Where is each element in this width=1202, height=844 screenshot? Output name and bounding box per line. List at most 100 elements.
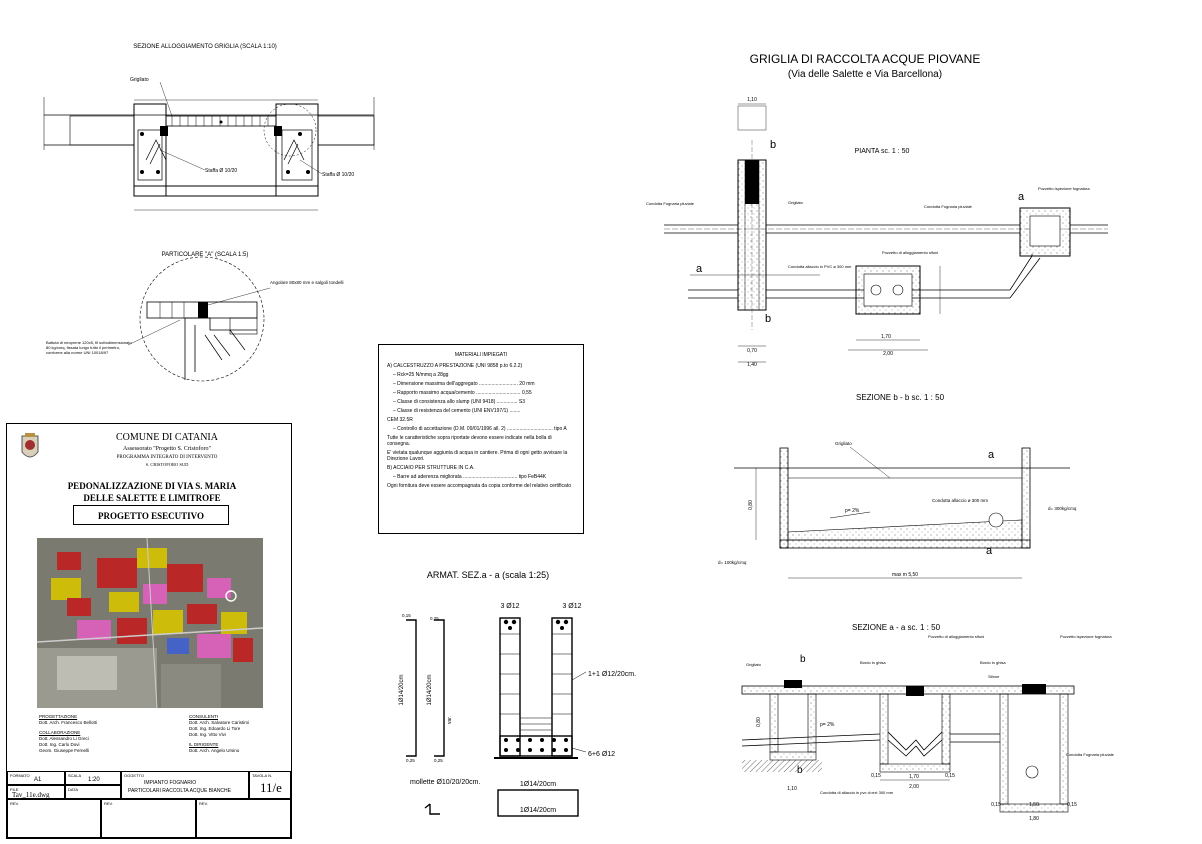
main-subtitle: (Via delle Salette e Via Barcellona) [788,69,942,80]
dim-label: 1,10 [747,97,757,103]
section-mark-b: b [800,654,806,665]
label-condotta-fognaria: Condotta Fognaria pluviale [924,204,973,209]
label-condotta-allaccio: Condotta allaccio in PVC ø 300 mm [788,264,852,269]
rebar-side-label: 1Ø14/20cm [399,674,405,705]
label-pozzetto-ispezione: Pozzetto ispezione fognatura [1038,186,1090,191]
programma: PROGRAMMA INTEGRATO DI INTERVENTO [116,455,218,460]
materials-line: Ogni fornitura deve essere accompagnata … [387,483,571,489]
label-angolare: Angolare 80x80 mm e salgoli tondelli [270,280,344,285]
dim-label: 1,10 [787,786,797,792]
coat-of-arms-icon [21,433,39,458]
rebar-side-label: 1Ø14/20cm [427,674,433,705]
section-mark-a: a [988,449,995,461]
rebar-bottom-bar-label: 1Ø14/20cm [520,781,556,788]
materials-line: E' vietata qualunque aggiunta di acqua i… [387,450,568,462]
project-title: PEDONALIZZAZIONE DI VIA S. MARIA DELLE S… [67,481,237,503]
label-grigliato: Grigliato [130,77,149,83]
label-de-300: d= 300kg/cmq [1048,506,1077,511]
aerial-map-image [37,538,263,708]
dim-label: 0,25 [406,758,415,763]
section-mark-a: a [1018,191,1025,203]
label-battuta: Battuta di neoprene 120x5, fil sottodime… [46,340,132,355]
rebar-mollette-label: mollette Ø10/20/20cm. [410,779,480,786]
dim-label: 0,80 [748,500,754,510]
materials-line: – Rapporto massimo acqua/cemento .......… [393,390,532,396]
plan-view: PIANTA sc. 1 : 50 b b a 1,10 1,40 0,70 [646,97,1108,368]
assessorato: Assessorato "Progetto S. Cristoforo" [123,446,211,452]
label-pendenza: p= 2% [845,508,860,514]
view-title: SEZIONE b - b sc. 1 : 50 [856,393,945,402]
dim-label: max m 5,50 [892,572,918,578]
label-condotta-fognaria: Condotta Fognaria pluviale [646,201,695,206]
materials-line: – Classe di resistenza del cemento (UNI … [393,408,521,414]
main-title: GRIGLIA DI RACCOLTA ACQUE PIOVANE [750,52,981,66]
credits-dirigente: IL DIRIGENTE Dott. Arch. Angelo Ursino [189,742,240,753]
label-grigliato: Grigliato [835,441,852,446]
section-mark-a: a [696,263,703,275]
materials-line: B) ACCIAIO PER STRUTTURE IN C.A. [387,465,475,471]
rebar-bottom-label: 6+6 Ø12 [588,751,615,758]
dim-label: 1,70 [909,774,919,780]
dim-label: 0,15 [871,773,881,779]
dim-label: 1,80 [1029,816,1039,822]
cell-oggetto: OGGETTO IMPIANTO FOGNARIO PARTICOLARI RA… [121,771,249,799]
label-condotta-fognaria: Condotta Fognaria pluviale [1066,752,1115,757]
section-bb: SEZIONE b - b sc. 1 : 50 a a Grigliato p… [718,393,1077,579]
dim-label: 1,70 [881,334,891,340]
dim-label: 0,15 [1067,802,1077,808]
cell-rev: REV. [196,799,291,838]
view-title: PARTICOLARE "A" (SCALA 1:5) [162,252,249,258]
view-title: ARMAT. SEZ.a - a (scala 1:25) [427,570,549,580]
label-condotta-allaccio: Condotta di allaccio in pvc d=ext 300 mm [820,790,894,795]
materials-line: – Rck=25 N/mmq a 28gg [393,372,449,378]
dim-label: 0,15 [991,802,1001,808]
comune: COMUNE DI CATANIA [116,432,218,443]
label-sifone: Sifone [988,674,1000,679]
section-mark-b: b [765,313,771,325]
materials-header: MATERIALI IMPIEGATI [454,352,508,358]
credits-progettazione: PROGETTAZIONE Dott. Arch. Francesco Bell… [39,714,98,725]
label-staffa: Staffa Ø 10/20 [322,172,354,178]
cell-rev: REV. [101,799,196,838]
title-block: COMUNE DI CATANIA Assessorato "Progetto … [6,423,292,839]
section-aa: SEZIONE a - a sc. 1 : 50 b b p= 2% Grigl… [741,623,1115,822]
dim-label: 0,70 [747,348,757,354]
label-staffa: Staffa Ø 10/20 [205,168,237,174]
dim-label: 2,00 [909,784,919,790]
materials-line: – Classe di consistenza allo slump (UNI … [393,399,525,405]
detail-a: PARTICOLARE "A" (SCALA 1:5) Angolare 80x… [46,252,344,382]
materials-line: – Dimensione massima dell'aggregato ....… [393,381,535,387]
section-mark-b: b [770,139,776,151]
credits-consulenti: CONSULENTI Dott. Arch. Salvatore Caristi… [189,714,250,737]
rebar-stirrup-label: 1+1 Ø12/20cm. [588,671,636,678]
cell-data: DATA [65,785,121,799]
label-pozzetto-ispezione: Pozzetto ispezione fognatura [1060,634,1112,639]
rebar-var-label: var. [447,716,453,724]
label-pendenza: p= 2% [820,722,835,728]
rebar-bottom-bar-label: 1Ø14/20cm [520,807,556,814]
dim-label: 0,15 [402,613,411,618]
view-title: SEZIONE ALLOGGIAMENTO GRIGLIA (SCALA 1:1… [133,44,277,50]
label-de-100: d= 100kg/cmq [718,560,747,565]
dim-label: 0,80 [756,717,762,727]
rebar-section: ARMAT. SEZ.a - a (scala 1:25) 0,15 0,25 … [399,570,636,817]
view-title: PIANTA sc. 1 : 50 [855,148,910,155]
label-bordo-chiusino: Bordo in ghisa [980,660,1006,665]
label-condotta-allaccio: Condotta allaccio ø 300 mm [932,498,988,503]
label-grigliato: Grigliato [746,662,762,667]
dim-label: 2,00 [883,351,893,357]
materials-line: A) CALCESTRUZZO A PRESTAZIONE (UNI 9858 … [387,363,523,369]
label-bordo-griglia: Bordo in ghisa [860,660,886,665]
view-title: SEZIONE a - a sc. 1 : 50 [852,623,941,632]
materials-box: MATERIALI IMPIEGATI A) CALCESTRUZZO A PR… [378,344,584,534]
label-pozzetto-alloggiamento: Pozzetto di alloggiamento sifoni [928,634,984,639]
label-pozzetto-alloggiamento: Pozzetto di alloggiamento sifoni [882,250,938,255]
materials-line: – Barre ad aderenza migliorata .........… [393,474,547,480]
materials-line: Tutte le caratteristiche sopra riportate… [387,435,552,447]
dim-label: 1,50 [1029,802,1039,808]
